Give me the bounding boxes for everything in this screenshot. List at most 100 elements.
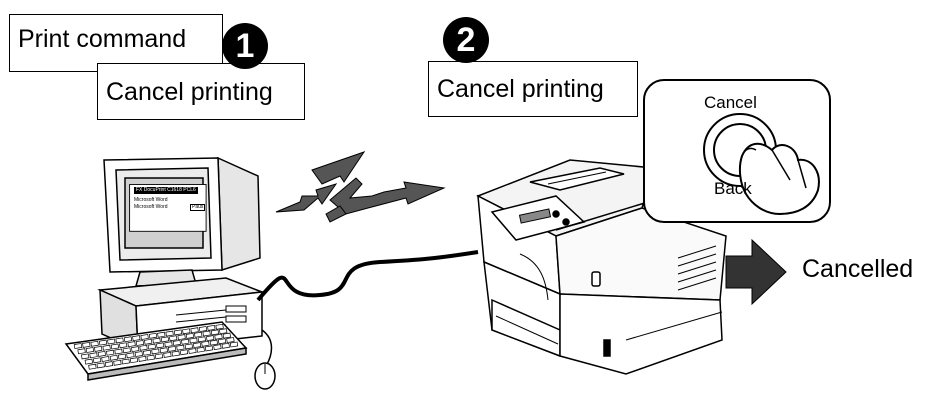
mouse — [255, 330, 275, 389]
keyboard-key — [97, 363, 105, 368]
keyboard-key — [180, 350, 188, 355]
keyboard-key — [78, 349, 86, 354]
keyboard-key — [227, 337, 235, 342]
step-1-badge: 1 — [222, 23, 268, 69]
keyboard-key — [122, 359, 130, 364]
keyboard-key — [81, 354, 89, 359]
keyboard-key — [102, 356, 110, 361]
keyboard-key — [156, 343, 164, 348]
step-2-badge: 2 — [443, 17, 489, 63]
keyboard-key — [127, 353, 135, 358]
keyboard-key — [103, 345, 111, 350]
keyboard-key — [202, 341, 210, 346]
keyboard-key — [89, 364, 97, 369]
keyboard-key — [114, 360, 122, 365]
keyboard-key — [99, 340, 107, 345]
keyboard-key — [147, 355, 155, 360]
keyboard-key — [165, 342, 173, 347]
keyboard-key — [124, 337, 132, 342]
keyboard-key — [143, 350, 151, 355]
keyboard-key — [144, 339, 152, 344]
keyboard-key — [90, 353, 98, 358]
cancel-button-label: Cancel — [704, 94, 757, 111]
keyboard-key — [158, 332, 166, 337]
keyboard-key — [205, 346, 213, 351]
keyboard-key — [206, 336, 214, 341]
keyboard-key — [208, 325, 216, 330]
screen-window-title: FX DocuPrint C1618 PCL6 — [134, 187, 198, 194]
keyboard-key — [149, 333, 157, 338]
back-button-label: Back — [714, 180, 752, 197]
keyboard-key — [98, 351, 106, 356]
keyboard-key — [203, 331, 211, 336]
keyboard-key — [94, 346, 102, 351]
keyboard-key — [116, 338, 124, 343]
cancel-printing-label-step2: Cancel printing — [428, 61, 638, 117]
keyboard-key — [74, 343, 82, 348]
keyboard-key — [174, 330, 182, 335]
keyboard-key — [214, 345, 222, 350]
keyboard-key — [110, 355, 118, 360]
keyboard-key — [177, 345, 185, 350]
keyboard — [66, 322, 246, 380]
keyboard-key — [189, 348, 197, 353]
result-arrow-icon — [726, 240, 786, 304]
keyboard-key — [222, 343, 230, 348]
keyboard-key — [111, 344, 119, 349]
keyboard-key — [173, 340, 181, 345]
keyboard-key — [178, 335, 186, 340]
keyboard-key — [216, 324, 224, 329]
keyboard-key — [223, 333, 231, 338]
keyboard-key — [153, 338, 161, 343]
keyboard-key — [123, 348, 131, 353]
keyboard-key — [141, 334, 149, 339]
keyboard-key — [155, 354, 163, 359]
keyboard-key — [118, 354, 126, 359]
transmission-arrows — [276, 152, 444, 222]
keyboard-key — [168, 346, 176, 351]
keyboard-key — [169, 336, 177, 341]
keyboard-key — [136, 340, 144, 345]
keyboard-key — [115, 349, 123, 354]
computer-monitor — [104, 158, 260, 286]
keyboard-key — [211, 330, 219, 335]
keyboard-key — [219, 329, 227, 334]
keyboard-key — [105, 362, 113, 367]
keyboard-key — [199, 326, 207, 331]
screen-pause-button: Paus — [190, 204, 205, 211]
keyboard-key — [128, 342, 136, 347]
keyboard-key — [181, 339, 189, 344]
keyboard-key — [215, 334, 223, 339]
keyboard-key — [131, 347, 139, 352]
screen-row-a: Microsoft Word — [134, 198, 168, 203]
keyboard-key — [93, 358, 101, 363]
screen-row-b: Microsoft Word — [134, 205, 168, 210]
keyboard-key — [108, 339, 116, 344]
keyboard-key — [160, 348, 168, 353]
cancel-printing-label-step1: Cancel printing — [97, 63, 305, 120]
keyboard-key — [218, 339, 226, 344]
keyboard-key — [230, 342, 238, 347]
keyboard-key — [183, 329, 191, 334]
keyboard-key — [152, 349, 160, 354]
printer-cable — [258, 252, 478, 300]
keyboard-key — [135, 351, 143, 356]
keyboard-key — [139, 356, 147, 361]
keyboard-key — [191, 328, 199, 333]
keyboard-key — [85, 359, 93, 364]
cancelled-label: Cancelled — [802, 257, 913, 282]
keyboard-key — [190, 338, 198, 343]
keyboard-key — [193, 343, 201, 348]
keyboard-key — [186, 333, 194, 338]
keyboard-key — [198, 337, 206, 342]
keyboard-key — [83, 342, 91, 347]
keyboard-key — [194, 332, 202, 337]
keyboard-key — [166, 331, 174, 336]
keyboard-key — [133, 336, 141, 341]
keyboard-key — [210, 340, 218, 345]
keyboard-key — [197, 347, 205, 352]
keyboard-key — [130, 358, 138, 363]
keyboard-key — [164, 352, 172, 357]
keyboard-key — [119, 343, 127, 348]
